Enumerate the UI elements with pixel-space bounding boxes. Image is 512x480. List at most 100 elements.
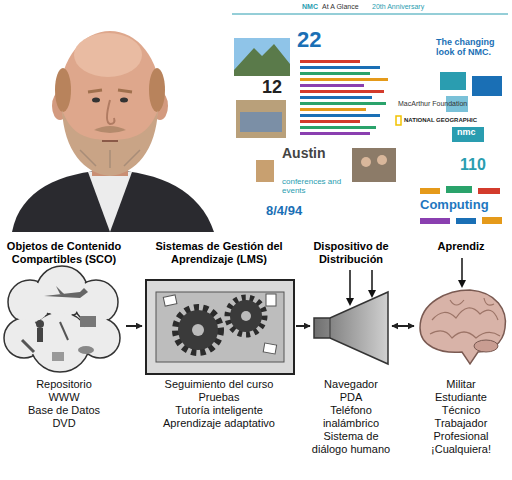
date-text: 8/4/94: [266, 204, 302, 218]
infographic-poster-part-part: [300, 114, 380, 117]
list-item: Militar: [414, 378, 508, 391]
lms-machine-part: [228, 298, 264, 334]
infographic-poster-part-part: [300, 108, 366, 111]
portrait-photo-part: [12, 170, 214, 232]
column-heading: Aprendiz: [414, 240, 508, 266]
list-item: Trabajador: [414, 417, 508, 430]
content-cloud: [4, 266, 120, 372]
portrait-photo-part: [62, 110, 158, 176]
infographic-poster-part-part: [300, 126, 376, 129]
list-item: Profesional: [414, 430, 508, 443]
flow-arrow: [392, 325, 414, 327]
portrait-photo-part: [118, 90, 132, 92]
stat-number: 22: [297, 28, 321, 52]
portrait-photo-part: [88, 90, 102, 92]
infographic-poster-part: [452, 127, 484, 142]
lms-machine: [146, 280, 294, 374]
poster-title: At A Glance: [322, 3, 359, 11]
infographic-poster-part-part: [300, 72, 370, 75]
portrait-photo-part: [92, 98, 100, 103]
list-item: DVD: [2, 417, 126, 430]
flow-arrow: [296, 325, 310, 327]
logo-text: nmc: [457, 128, 476, 138]
infographic-poster-part: [234, 38, 290, 76]
city-name: Austin: [282, 146, 326, 161]
content-cloud-part: [36, 320, 44, 328]
stat-number: 110: [460, 156, 486, 174]
content-cloud-part: [44, 286, 88, 298]
component-column: Sistemas de Gestión del Aprendizaje (LMS…: [142, 240, 296, 430]
infographic-poster-part-part: [300, 84, 364, 87]
poster-heading: The changing look of NMC.: [436, 38, 508, 58]
infographic-poster-part: [236, 100, 286, 138]
list-item: Teléfono inalámbrico: [310, 404, 392, 430]
portrait-photo-part: [88, 172, 132, 232]
list-item: Aprendizaje adaptativo: [142, 417, 296, 430]
partner-name: MacArthur Foundation: [398, 100, 467, 108]
infographic-poster-part: [300, 60, 388, 135]
delivery-device-part: [314, 292, 388, 364]
portrait-photo-part: [0, 0, 226, 232]
column-heading: Dispositivo de Distribución: [310, 240, 392, 266]
poster-note: conferences and events: [282, 178, 346, 196]
component-column: Dispositivo de DistribuciónNavegadorPDAT…: [310, 240, 392, 456]
lms-machine-part: [241, 311, 251, 321]
infographic-poster-part-part: [300, 120, 360, 123]
delivery-device-part: [371, 270, 373, 292]
delivery-device-part: [368, 290, 376, 298]
learner-brain-part: [461, 258, 463, 282]
content-cloud-part: [22, 340, 34, 352]
infographic-poster-part: [420, 188, 440, 194]
poster-subtitle: 20th Anniversary: [372, 3, 424, 11]
delivery-device-part: [349, 270, 351, 300]
lms-machine-part: [266, 294, 276, 306]
content-cloud-part: [60, 322, 68, 340]
infographic-poster-part-part: [300, 102, 386, 105]
content-cloud-part: [78, 346, 94, 354]
infographic-poster-part: [377, 155, 387, 165]
infographic-poster-part: [456, 218, 476, 224]
poster-brand: NMC: [302, 3, 318, 11]
infographic-poster-part-part: [300, 60, 360, 63]
infographic-poster-part: [446, 186, 472, 193]
delivery-device: [314, 270, 388, 364]
infographic-poster-part: [440, 72, 466, 90]
column-heading: Objetos de Contenido Compartibles (SCO): [2, 240, 126, 266]
infographic-poster-part-part: [300, 90, 384, 93]
learner-brain-part: [458, 280, 466, 288]
learner-brain-part: [430, 298, 500, 338]
infographic-poster-part: [396, 116, 401, 125]
infographic-poster-part-part: [300, 132, 370, 135]
flow-arrow: [126, 325, 142, 327]
content-cloud-part: [80, 316, 96, 327]
lms-machine-part: [163, 295, 177, 306]
partner-name: NATIONAL GEOGRAPHIC: [404, 117, 477, 124]
learner-brain: [420, 258, 505, 364]
infographic-poster-part: [482, 217, 502, 224]
delivery-device-part: [330, 318, 331, 338]
portrait-photo-part: [120, 98, 128, 103]
content-cloud-part: [52, 352, 64, 361]
portrait-photo-part: [55, 68, 71, 112]
learner-brain-part: [474, 340, 498, 352]
learner-brain-part: [420, 290, 505, 364]
component-column: Objetos de Contenido Compartibles (SCO) R…: [2, 240, 126, 430]
infographic-poster-part: [361, 157, 371, 167]
lms-machine-part: [178, 310, 218, 350]
portrait-photo: [0, 0, 226, 232]
infographic-poster-part-part: [300, 66, 380, 69]
list-item: Técnico: [414, 404, 508, 417]
infographic-poster-part: [420, 218, 450, 224]
content-cloud-part: [6, 268, 119, 371]
portrait-photo-part: [74, 33, 142, 77]
lms-machine-part: [146, 280, 294, 374]
list-item: PDA: [310, 391, 392, 404]
infographic-poster-part: [352, 148, 396, 182]
lms-machine-part: [192, 324, 204, 336]
infographic-poster-part-part: [300, 96, 372, 99]
infographic-poster-part: [472, 76, 502, 96]
content-cloud-part-part: [32, 314, 89, 371]
portrait-photo-part: [94, 126, 126, 133]
list-item: Repositorio: [2, 378, 126, 391]
